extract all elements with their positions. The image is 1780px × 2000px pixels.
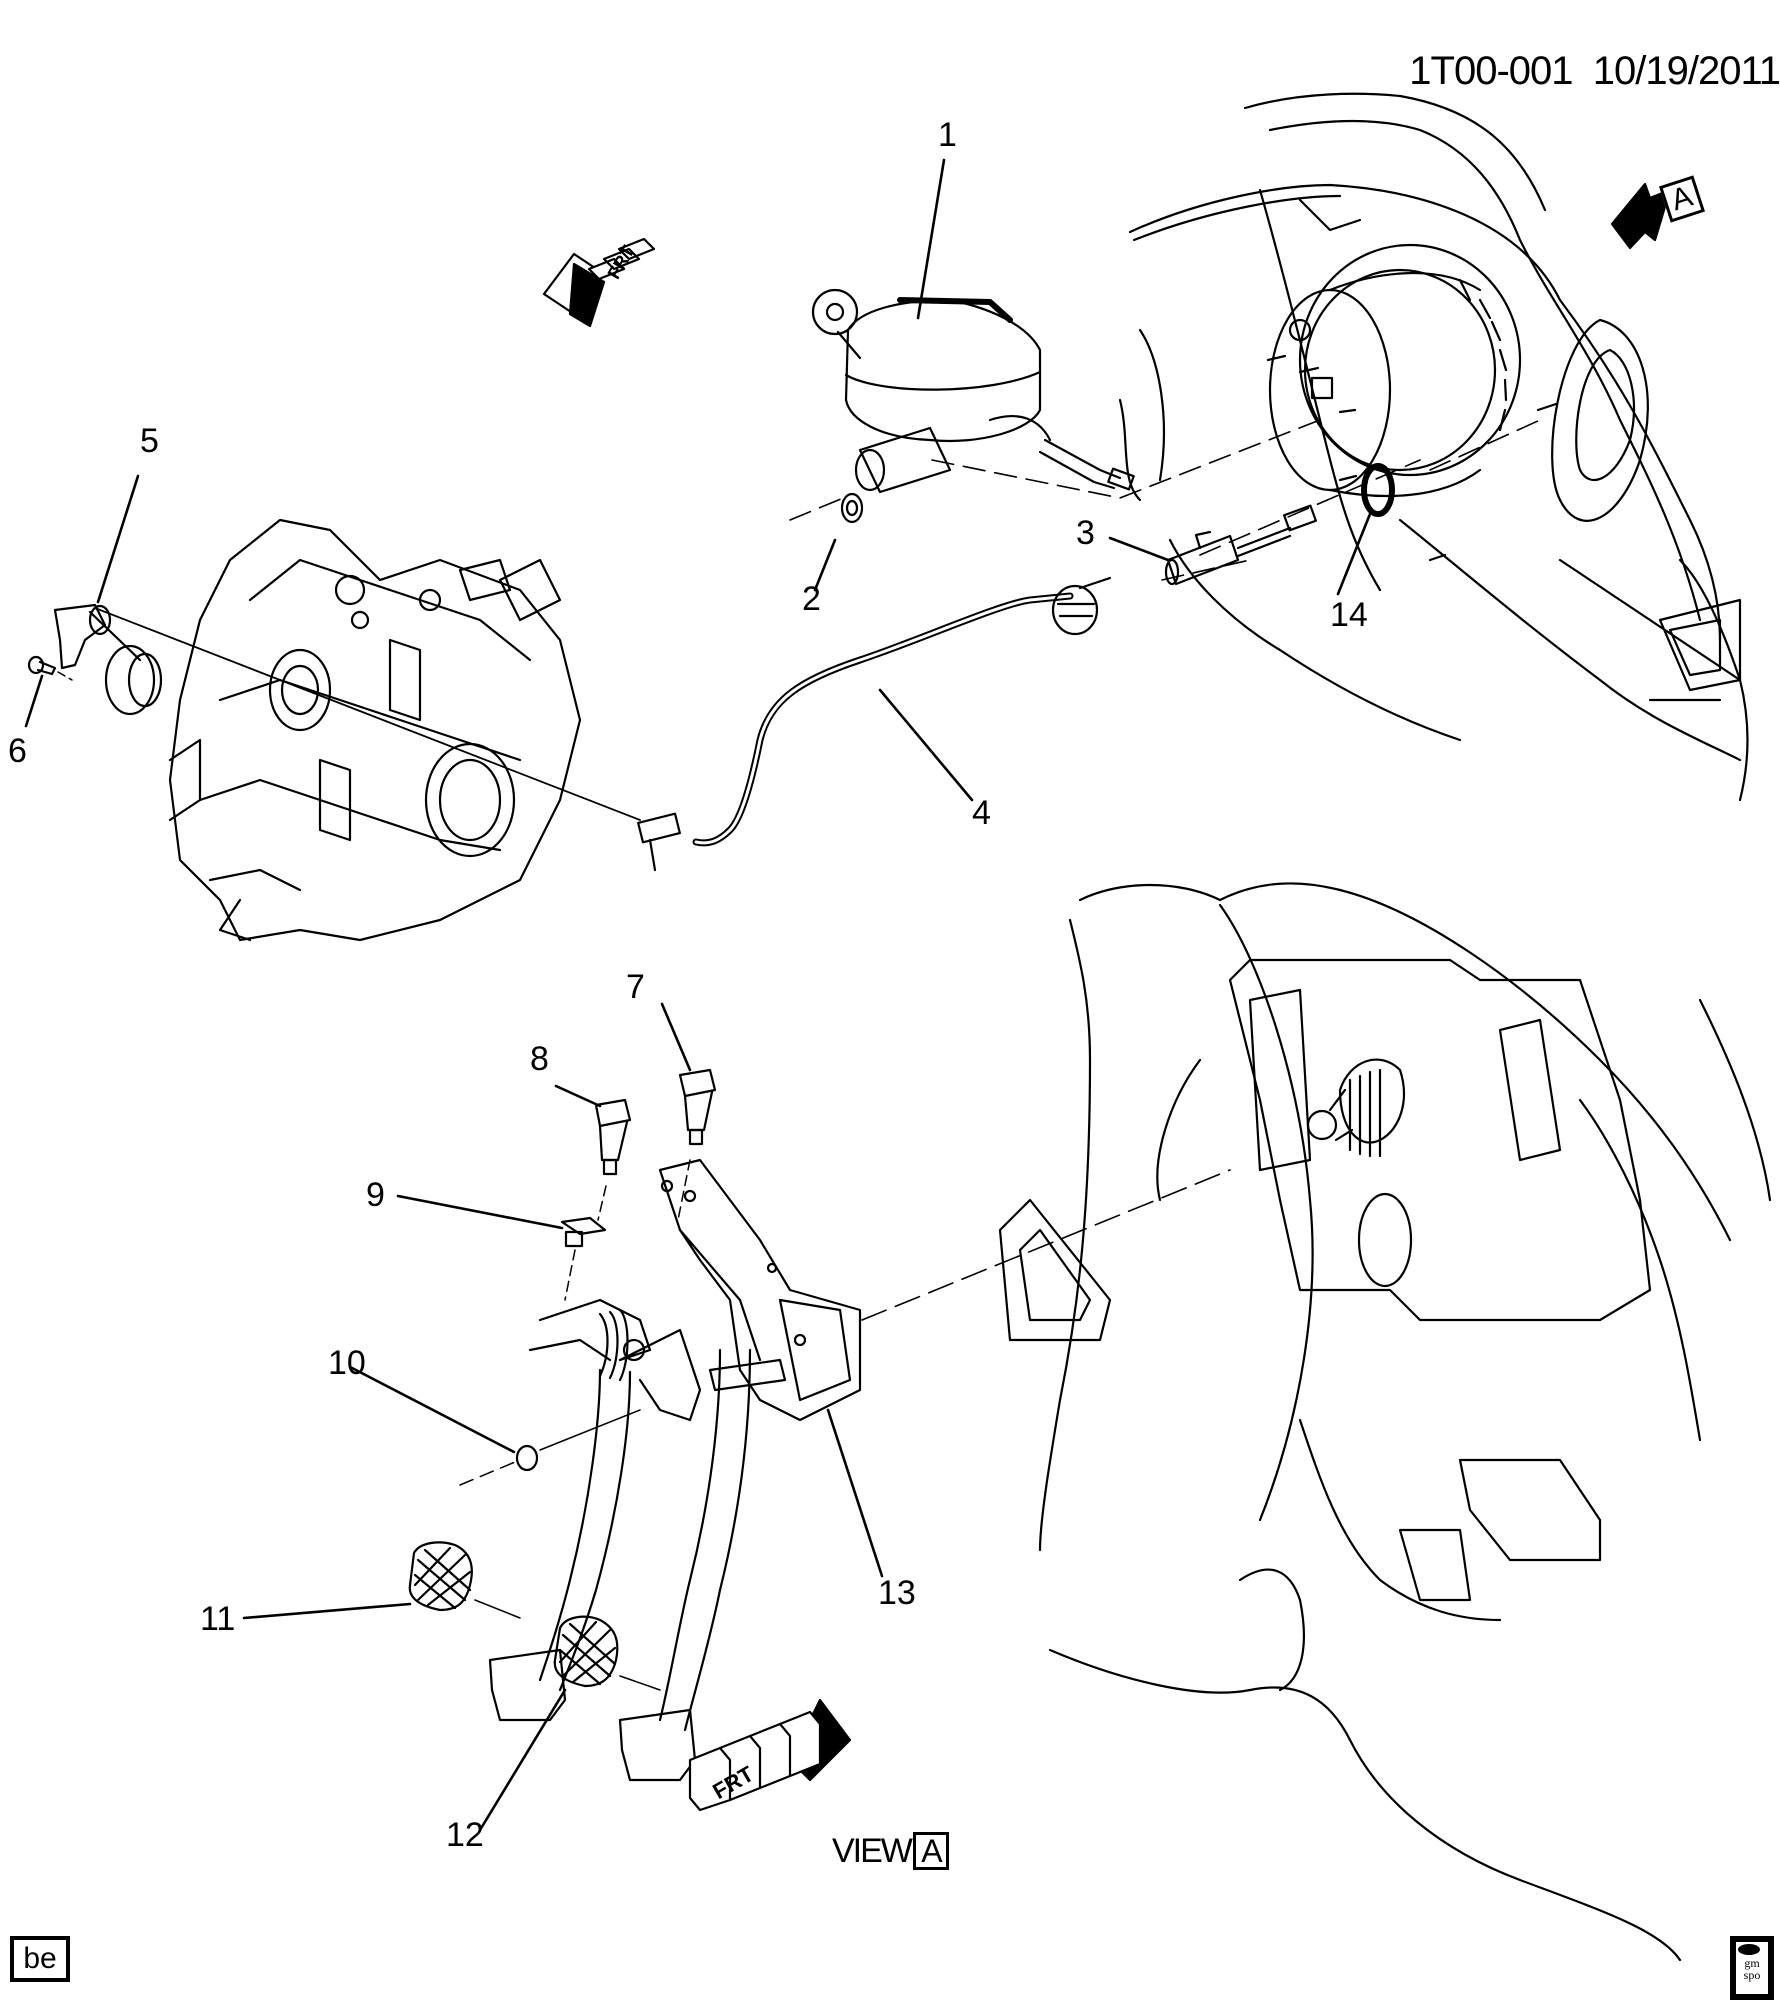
- transmission-axis-line: [94, 607, 641, 821]
- view-label-letter: A: [912, 1832, 949, 1870]
- callout-1[interactable]: 1: [938, 116, 957, 154]
- callout-11[interactable]: 11: [200, 1600, 236, 1638]
- logo-oval-icon: [1738, 1944, 1760, 1955]
- firewall-lower-view-a: [998, 882, 1772, 1962]
- transmission: [168, 518, 582, 942]
- assembly-line-bracket: [861, 1169, 1231, 1321]
- callout-9[interactable]: 9: [366, 1176, 385, 1214]
- callout-13[interactable]: 13: [878, 1574, 916, 1612]
- view-label-text: VIEW: [832, 1832, 913, 1870]
- clutch-line-part-4: [637, 576, 1112, 872]
- callout-6[interactable]: 6: [8, 732, 27, 770]
- callout-5[interactable]: 5: [140, 422, 159, 460]
- logo-gm: gm: [1744, 1956, 1760, 1970]
- callout-14[interactable]: 14: [1330, 596, 1368, 634]
- pedal-pad-part-12: [553, 1615, 661, 1691]
- callout-3[interactable]: 3: [1076, 514, 1095, 552]
- switch-part-8: [594, 1098, 632, 1221]
- diagram-id: 1T00-001: [1409, 49, 1573, 93]
- corner-code-box: be: [10, 1936, 70, 1982]
- seal-part-14: [1361, 463, 1395, 517]
- retainer-part-9: [560, 1216, 607, 1301]
- actuator-part-5: [53, 603, 163, 716]
- front-marker-bottom: [688, 1698, 852, 1812]
- assembly-lines-top: [789, 419, 1541, 581]
- diagram-header: 1T00-001 10/19/2011: [1389, 4, 1780, 94]
- callout-2[interactable]: 2: [802, 580, 821, 618]
- callout-12[interactable]: 12: [446, 1816, 484, 1854]
- callout-10[interactable]: 10: [328, 1344, 366, 1382]
- master-cylinder-reservoir: [811, 288, 1135, 494]
- switch-part-7: [677, 1068, 717, 1221]
- clutch-master-cylinder-part-3: [1164, 504, 1317, 586]
- callout-4[interactable]: 4: [972, 794, 991, 832]
- callout-7[interactable]: 7: [626, 968, 645, 1006]
- callout-8[interactable]: 8: [530, 1040, 549, 1078]
- pedal-pad-part-11: [408, 1541, 521, 1619]
- logo-spo: spo: [1743, 1968, 1761, 1982]
- nut-part-2: [840, 492, 864, 524]
- pedal-assembly: [488, 1158, 862, 1782]
- booster-studs: [1266, 354, 1558, 562]
- leader-lines: [24, 158, 1372, 1832]
- nut-part-10: [459, 1409, 641, 1486]
- view-a-arrow-icon: [1610, 182, 1672, 250]
- front-marker-top: [542, 237, 656, 328]
- diagram-date: 10/19/2011: [1592, 49, 1780, 93]
- bolt-part-6: [27, 655, 73, 681]
